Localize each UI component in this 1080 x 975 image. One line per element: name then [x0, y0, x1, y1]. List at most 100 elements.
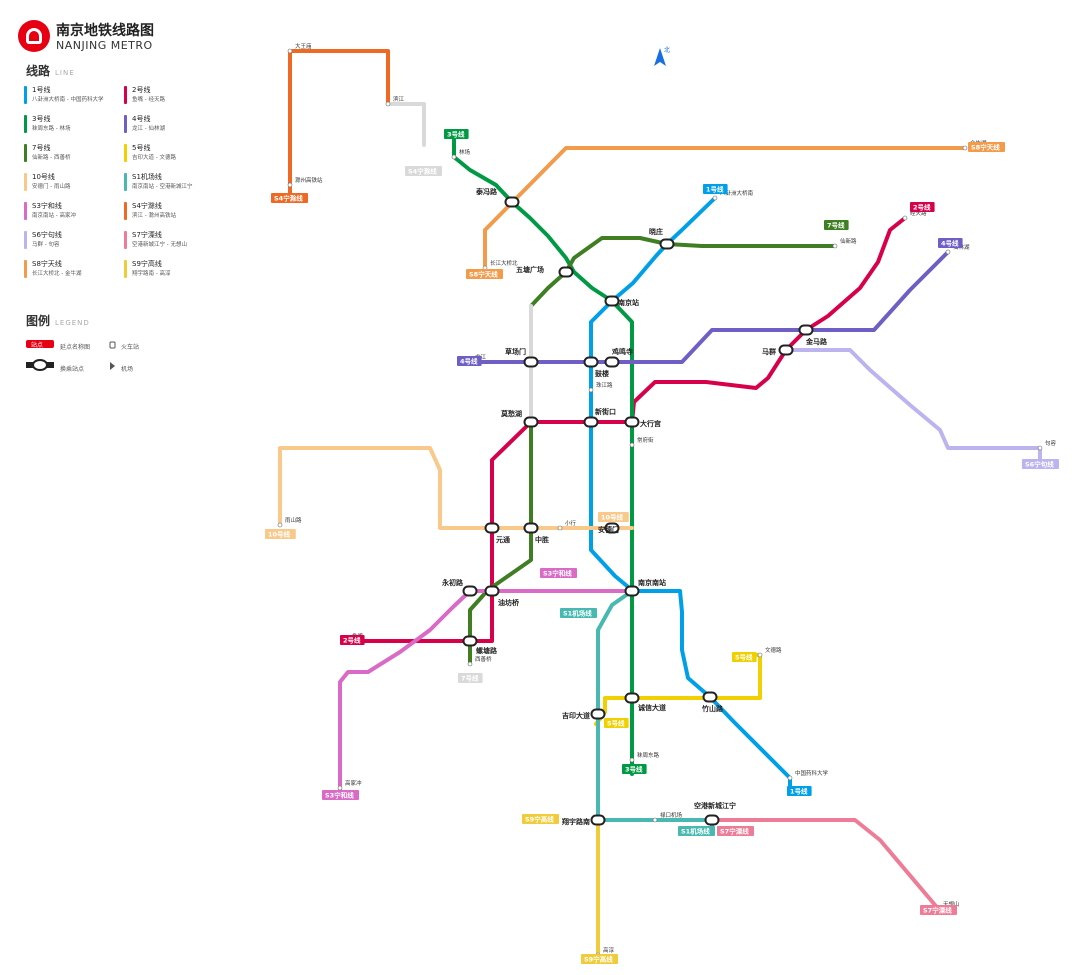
interchange-station[interactable] — [506, 198, 519, 207]
station-dot[interactable] — [963, 146, 967, 150]
station-dot[interactable] — [338, 786, 342, 790]
line-badge[interactable]: 4号线 — [938, 238, 963, 248]
line-badge[interactable]: 2号线 — [910, 202, 935, 212]
station-dot[interactable] — [452, 155, 456, 159]
interchange-station[interactable] — [525, 358, 538, 367]
line-color-bar — [124, 260, 127, 278]
line-badge[interactable]: 1号线 — [787, 786, 812, 796]
line-badge[interactable]: S1机场线 — [560, 608, 597, 618]
line-list-item[interactable]: S6宁句线马群 - 句容 — [24, 229, 124, 253]
line-list-item[interactable]: 10号线安德门 - 雨山路 — [24, 171, 124, 195]
interchange-station[interactable] — [626, 694, 639, 703]
interchange-station[interactable] — [800, 326, 813, 335]
station-dot[interactable] — [288, 49, 292, 53]
line-badge[interactable]: 1号线 — [703, 184, 728, 194]
station-dot[interactable] — [386, 102, 390, 106]
interchange-station[interactable] — [592, 816, 605, 825]
badge-label: S7宁溧线 — [720, 827, 749, 836]
interchange-station[interactable] — [606, 297, 619, 306]
line-5 — [596, 655, 760, 724]
station-dot[interactable] — [903, 216, 907, 220]
line-color-bar — [124, 144, 127, 162]
line-list-item[interactable]: 1号线八卦洲大桥南 - 中国药科大学 — [24, 84, 124, 108]
line-badge[interactable]: 5号线 — [732, 652, 757, 662]
line-name: 5号线 — [132, 143, 150, 153]
line-badge[interactable]: S8宁天线 — [466, 269, 503, 279]
line-list-item[interactable]: S3宁和线南京南站 - 高家冲 — [24, 200, 124, 224]
interchange-station[interactable] — [704, 693, 717, 702]
interchange-station[interactable] — [626, 587, 639, 596]
interchange-station[interactable] — [486, 524, 499, 533]
line-list-item[interactable]: S4宁滁线滨江 - 滁州高铁站 — [124, 200, 224, 224]
line-badge[interactable]: S7宁溧线 — [717, 826, 754, 836]
line-name: S1机场线 — [132, 172, 162, 182]
interchange-legend-icon — [33, 360, 47, 370]
station-dot[interactable] — [1038, 446, 1042, 450]
line-list-item[interactable]: S9宁高线翔宇路南 - 高淳 — [124, 258, 224, 282]
station-dot[interactable] — [758, 653, 762, 657]
line-badge[interactable]: S4宁滁线 — [271, 193, 308, 203]
interchange-station[interactable] — [606, 358, 619, 367]
interchange-station[interactable] — [560, 268, 573, 277]
station-dot[interactable] — [946, 250, 950, 254]
line-list-item[interactable]: 4号线龙江 - 仙林湖 — [124, 113, 224, 137]
interchange-station[interactable] — [464, 637, 477, 646]
badge-label: 2号线 — [913, 203, 931, 212]
badge-label: S7宁溧线 — [923, 906, 952, 915]
line-badge[interactable]: S8宁天线 — [968, 142, 1005, 152]
line-list-item[interactable]: 3号线秣周东路 - 林场 — [24, 113, 124, 137]
line-color-bar — [124, 173, 127, 191]
line-badge[interactable]: S3宁和线 — [540, 568, 577, 578]
line-badge[interactable]: 10号线 — [598, 512, 629, 522]
interchange-station[interactable] — [525, 418, 538, 427]
line-badge[interactable]: 10号线 — [265, 529, 296, 539]
station-dot[interactable] — [288, 183, 292, 187]
line-list-item[interactable]: 5号线吉印大道 - 文德路 — [124, 142, 224, 166]
line-badge[interactable]: 3号线 — [444, 129, 469, 139]
station-dot[interactable] — [589, 388, 593, 392]
line-badge[interactable]: 7号线 — [458, 673, 483, 683]
station-dot[interactable] — [713, 196, 717, 200]
station-dot[interactable] — [630, 443, 634, 447]
interchange-station[interactable] — [525, 524, 538, 533]
line-badge[interactable]: S3宁和线 — [322, 790, 359, 800]
line-badge[interactable]: S9宁高线 — [522, 814, 559, 824]
interchange-station[interactable] — [592, 710, 605, 719]
line-badge[interactable]: S4宁滁线 — [405, 166, 442, 176]
line-badge[interactable]: 5号线 — [604, 718, 629, 728]
line-list-item[interactable]: S8宁天线长江大桥北 - 金牛湖 — [24, 258, 124, 282]
badge-label: 4号线 — [460, 357, 478, 366]
line-name: S9宁高线 — [132, 259, 162, 269]
interchange-station[interactable] — [486, 587, 499, 596]
line-badge[interactable]: S7宁溧线 — [920, 905, 957, 915]
station-dot[interactable] — [468, 662, 472, 666]
interchange-station[interactable] — [661, 240, 674, 249]
interchange-station[interactable] — [626, 418, 639, 427]
interchange-station[interactable] — [585, 358, 598, 367]
line-badge[interactable]: S6宁句线 — [1022, 459, 1059, 469]
station-dot[interactable] — [630, 758, 634, 762]
line-list-item[interactable]: S1机场线南京南站 - 空港新城江宁 — [124, 171, 224, 195]
line-badge[interactable]: 3号线 — [622, 764, 647, 774]
line-badge[interactable]: 2号线 — [340, 635, 365, 645]
station-dot[interactable] — [653, 818, 657, 822]
line-S6 — [786, 350, 1040, 460]
line-badge[interactable]: 7号线 — [824, 220, 849, 230]
station-dot[interactable] — [833, 244, 837, 248]
route-lines — [280, 51, 1040, 955]
station-dot[interactable] — [278, 523, 282, 527]
line-badge[interactable]: S9宁高线 — [581, 954, 618, 964]
interchange-station[interactable] — [464, 587, 477, 596]
interchange-station[interactable] — [585, 418, 598, 427]
line-list-item[interactable]: S7宁溧线空港新城江宁 - 无想山 — [124, 229, 224, 253]
line-list-item[interactable]: 7号线仙新路 - 西善桥 — [24, 142, 124, 166]
interchange-station[interactable] — [780, 346, 793, 355]
station-dot[interactable] — [558, 526, 562, 530]
line-badge[interactable]: 4号线 — [457, 356, 482, 366]
line-color-bar — [124, 202, 127, 220]
interchange-station[interactable] — [706, 816, 719, 825]
line-badge[interactable]: S1机场线 — [678, 826, 715, 836]
line-span: 吉印大道 - 文德路 — [132, 153, 176, 161]
station-dot[interactable] — [788, 776, 792, 780]
line-list-item[interactable]: 2号线鱼嘴 - 经天路 — [124, 84, 224, 108]
